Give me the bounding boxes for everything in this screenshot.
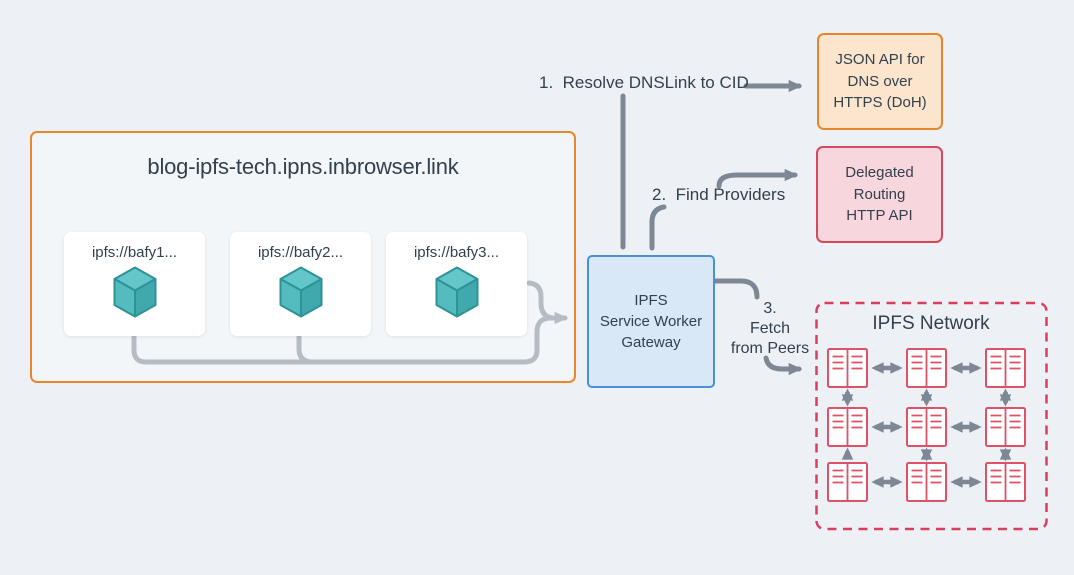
doh-label-line: HTTPS (DoH) bbox=[833, 94, 927, 112]
ipfs-block-cube-icon bbox=[113, 266, 156, 318]
cid-card: ipfs://bafy1... bbox=[64, 232, 205, 336]
step3-line: 3. bbox=[763, 300, 777, 317]
doh-label-line: JSON API for bbox=[835, 51, 925, 69]
peer-documents-icon bbox=[985, 462, 1026, 502]
step3-line: Fetch bbox=[749, 320, 790, 337]
step3-fetch-from-peers-label: 3. Fetch from Peers bbox=[722, 299, 818, 359]
step3-line: from Peers bbox=[730, 340, 810, 357]
peer-documents-icon bbox=[906, 348, 947, 388]
website-container: blog-ipfs-tech.ipns.inbrowser.link ipfs:… bbox=[30, 131, 576, 383]
ipfs-network-dashed-border bbox=[815, 301, 1048, 531]
ipfs-block-cube-icon bbox=[279, 266, 322, 318]
doh-label-line: DNS over bbox=[847, 72, 913, 90]
peer-documents-icon bbox=[906, 462, 947, 502]
flow-connector bbox=[711, 278, 760, 300]
peer-documents-icon bbox=[985, 348, 1026, 388]
website-title: blog-ipfs-tech.ipns.inbrowser.link bbox=[147, 154, 459, 179]
flow-connector bbox=[649, 204, 667, 251]
cid-card: ipfs://bafy2... bbox=[230, 232, 371, 336]
step2-find-providers-label: 2. Find Providers bbox=[652, 185, 786, 204]
step1-resolve-dnslink-label: 1. Resolve DNSLink to CID bbox=[539, 73, 749, 92]
peer-documents-icon bbox=[827, 462, 868, 502]
flow-connector bbox=[763, 355, 803, 376]
peer-documents-icon bbox=[906, 407, 947, 447]
ipfs-service-worker-gateway-box: IPFS Service Worker Gateway bbox=[587, 255, 715, 388]
routing-label-line: HTTP API bbox=[846, 207, 913, 225]
gateway-label-line: Gateway bbox=[621, 334, 681, 351]
gateway-label-line: IPFS bbox=[634, 292, 668, 309]
routing-label-line: Routing bbox=[853, 185, 906, 203]
peer-documents-icon bbox=[985, 407, 1026, 447]
doh-json-api-box: JSON API for DNS over HTTPS (DoH) bbox=[817, 33, 943, 130]
delegated-routing-api-box: Delegated Routing HTTP API bbox=[816, 146, 943, 243]
peer-documents-icon bbox=[827, 348, 868, 388]
routing-label-line: Delegated bbox=[845, 164, 914, 182]
peer-documents-icon bbox=[827, 407, 868, 447]
cid-card-label: ipfs://bafy3... bbox=[413, 244, 500, 261]
cid-card: ipfs://bafy3... bbox=[386, 232, 527, 336]
cid-card-label: ipfs://bafy1... bbox=[91, 244, 178, 261]
gateway-label-line: Service Worker bbox=[599, 313, 703, 330]
ipfs-network-title: IPFS Network bbox=[872, 313, 990, 334]
ipfs-block-cube-icon bbox=[435, 266, 478, 318]
cid-card-label: ipfs://bafy2... bbox=[257, 244, 344, 261]
